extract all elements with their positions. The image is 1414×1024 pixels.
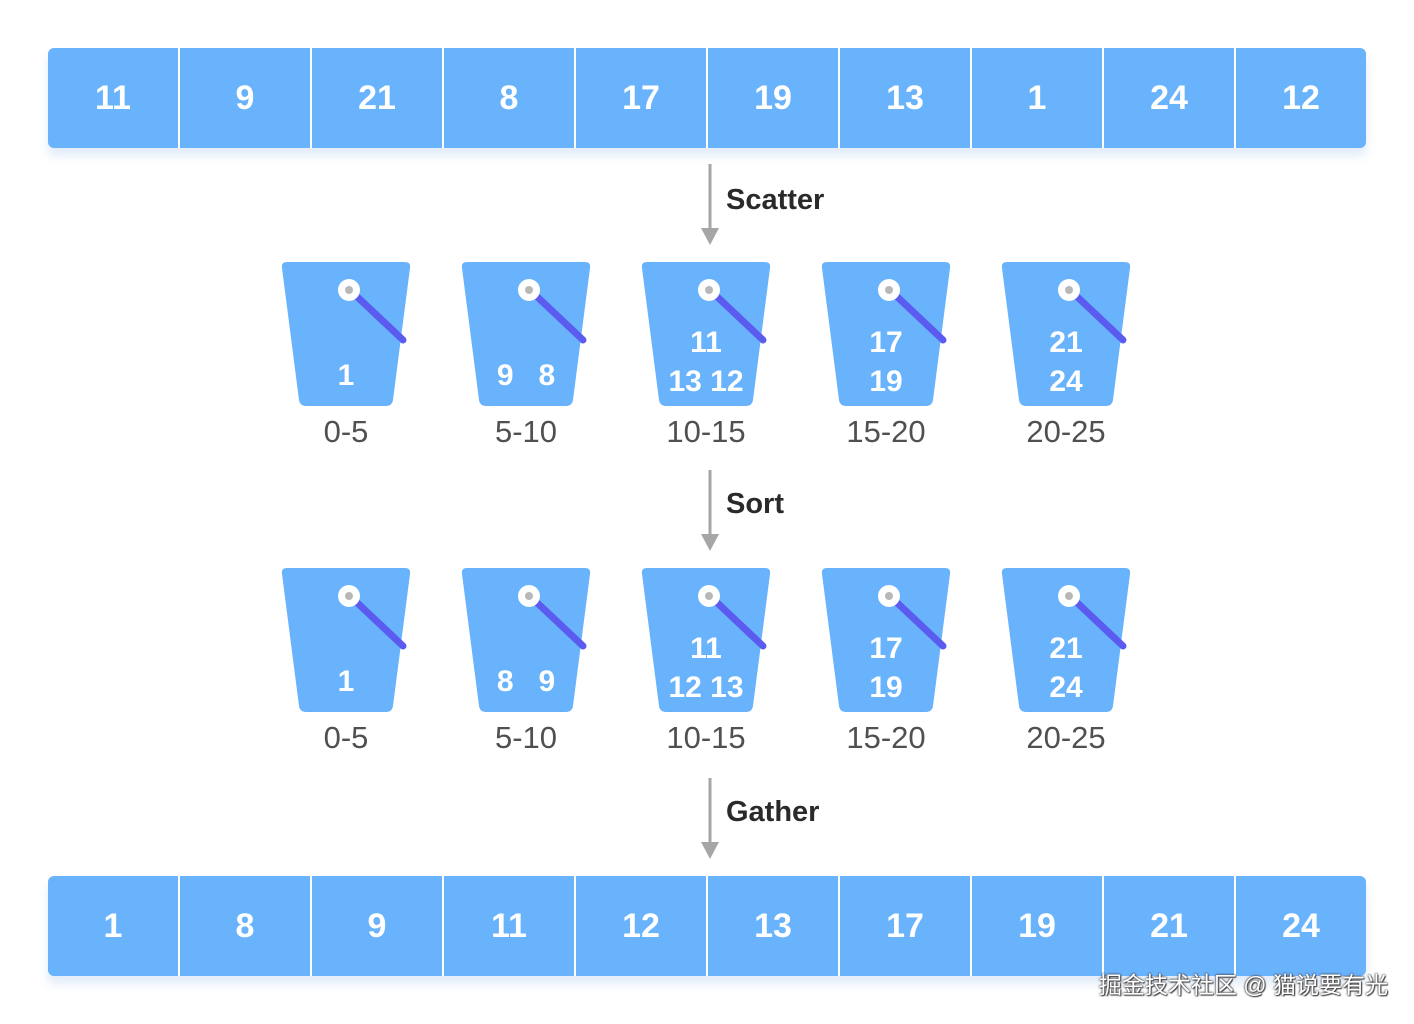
sort-arrow-icon: [698, 470, 722, 554]
bucket-range-label: 5-10: [494, 720, 558, 755]
bucket-icon: [821, 262, 951, 406]
array-cell: 17: [576, 48, 708, 148]
bucket-range-label: 10-15: [666, 414, 746, 449]
bucket-range-label: 0-5: [323, 720, 369, 755]
bucket-values: 21: [1049, 326, 1083, 359]
array-cell: 21: [1104, 876, 1236, 976]
bucket: 21 24 20-25: [1001, 262, 1131, 452]
bucket-values: 24: [1049, 671, 1083, 704]
bucket-values: 11: [690, 326, 722, 359]
bucket-range-label: 10-15: [666, 720, 746, 755]
array-cell: 12: [576, 876, 708, 976]
bucket: 8 9 5-10: [461, 568, 591, 758]
gather-label: Gather: [726, 796, 820, 828]
bucket-icon: [1001, 568, 1131, 712]
array-cell: 9: [312, 876, 444, 976]
array-cell: 9: [180, 48, 312, 148]
bucket-values: 19: [869, 365, 903, 398]
array-cell: 19: [972, 876, 1104, 976]
bucket-range-label: 20-25: [1026, 414, 1106, 449]
bucket-icon: [641, 262, 771, 406]
bucket: 11 12 13 10-15: [641, 568, 771, 758]
bucket-values: 19: [869, 671, 903, 704]
array-cell: 8: [444, 48, 576, 148]
sort-label: Sort: [726, 488, 784, 520]
bucket-icon: [641, 568, 771, 712]
bucket: 1 0-5: [281, 568, 411, 758]
array-cell: 1: [48, 876, 180, 976]
bucket-values: 17: [869, 632, 903, 665]
bucket-values: 9 8: [496, 359, 556, 392]
bucket-icon: [461, 568, 591, 712]
array-cell: 12: [1236, 48, 1366, 148]
array-cell: 8: [180, 876, 312, 976]
bucket-icon: [461, 262, 591, 406]
bucket-values: 21: [1049, 632, 1083, 665]
scatter-label: Scatter: [726, 184, 825, 216]
bucket-values: 13 12: [668, 365, 744, 398]
bucket: 21 24 20-25: [1001, 568, 1131, 758]
bucket-range-label: 15-20: [846, 720, 926, 755]
bucket-range-label: 0-5: [323, 414, 369, 449]
array-cell: 24: [1236, 876, 1366, 976]
array-cell: 11: [444, 876, 576, 976]
bucket-values: 8 9: [496, 665, 556, 698]
bucket: 9 8 5-10: [461, 262, 591, 452]
bucket-values: 24: [1049, 365, 1083, 398]
bucket-values: 1: [337, 359, 355, 392]
sorted-buckets: 1 0-5 8 9 5-10 11 12 13 10-15 17 19 15-20 21 24 20-2…: [0, 568, 1414, 768]
gather-arrow-icon: [698, 778, 722, 862]
array-cell: 1: [972, 48, 1104, 148]
bucket-range-label: 15-20: [846, 414, 926, 449]
bucket-icon: [281, 568, 411, 712]
array-cell: 21: [312, 48, 444, 148]
bucket-range-label: 20-25: [1026, 720, 1106, 755]
array-cell: 13: [840, 48, 972, 148]
bucket-values: 11: [690, 632, 722, 665]
bucket: 17 19 15-20: [821, 568, 951, 758]
bucket-icon: [821, 568, 951, 712]
watermark: 掘金技术社区 @ 猫说要有光: [1098, 972, 1388, 998]
bucket-icon: [1001, 262, 1131, 406]
scatter-buckets: 1 0-5 9 8 5-10 11 13 12 10-15 17 19 15-20 21 24 20-2…: [0, 262, 1414, 462]
bucket: 17 19 15-20: [821, 262, 951, 452]
bucket-icon: [281, 262, 411, 406]
array-cell: 24: [1104, 48, 1236, 148]
bucket-values: 12 13: [668, 671, 744, 704]
array-cell: 17: [840, 876, 972, 976]
array-cell: 11: [48, 48, 180, 148]
bucket-values: 17: [869, 326, 903, 359]
array-cell: 19: [708, 48, 840, 148]
scatter-arrow-icon: [698, 164, 722, 248]
bucket-range-label: 5-10: [494, 414, 558, 449]
bucket: 1 0-5: [281, 262, 411, 452]
array-cell: 13: [708, 876, 840, 976]
bucket: 11 13 12 10-15: [641, 262, 771, 452]
bucket-values: 1: [337, 665, 355, 698]
